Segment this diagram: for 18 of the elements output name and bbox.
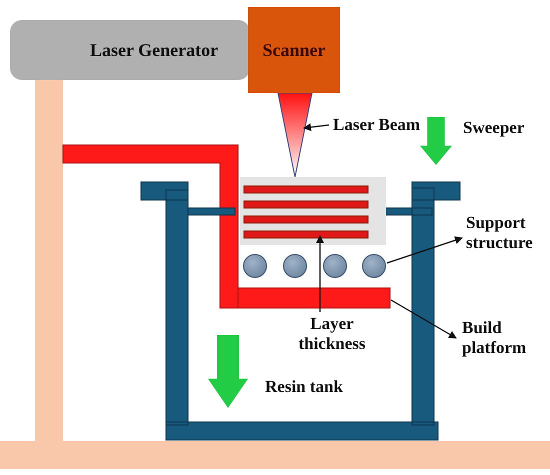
support-ball xyxy=(283,254,307,278)
printed-layers xyxy=(240,177,386,245)
laser-beam-cone xyxy=(277,92,313,178)
leader-line xyxy=(386,236,463,264)
part-label: Build platform xyxy=(462,318,542,358)
leader-line xyxy=(316,235,324,312)
support-ball xyxy=(243,254,267,278)
part-label: Laser Beam xyxy=(333,115,420,135)
scanner-box: Scanner xyxy=(248,7,340,93)
part-label: Support structure xyxy=(466,213,550,253)
support-ball xyxy=(362,254,386,278)
part-label: Sweeper xyxy=(463,118,524,138)
leader-line xyxy=(390,299,457,339)
leader-line xyxy=(303,123,330,132)
part-label: Layer thickness xyxy=(292,314,372,354)
laser-generator-box: Laser Generator xyxy=(10,20,250,80)
part-label: Resin tank xyxy=(265,377,343,397)
support-ball xyxy=(323,254,347,278)
